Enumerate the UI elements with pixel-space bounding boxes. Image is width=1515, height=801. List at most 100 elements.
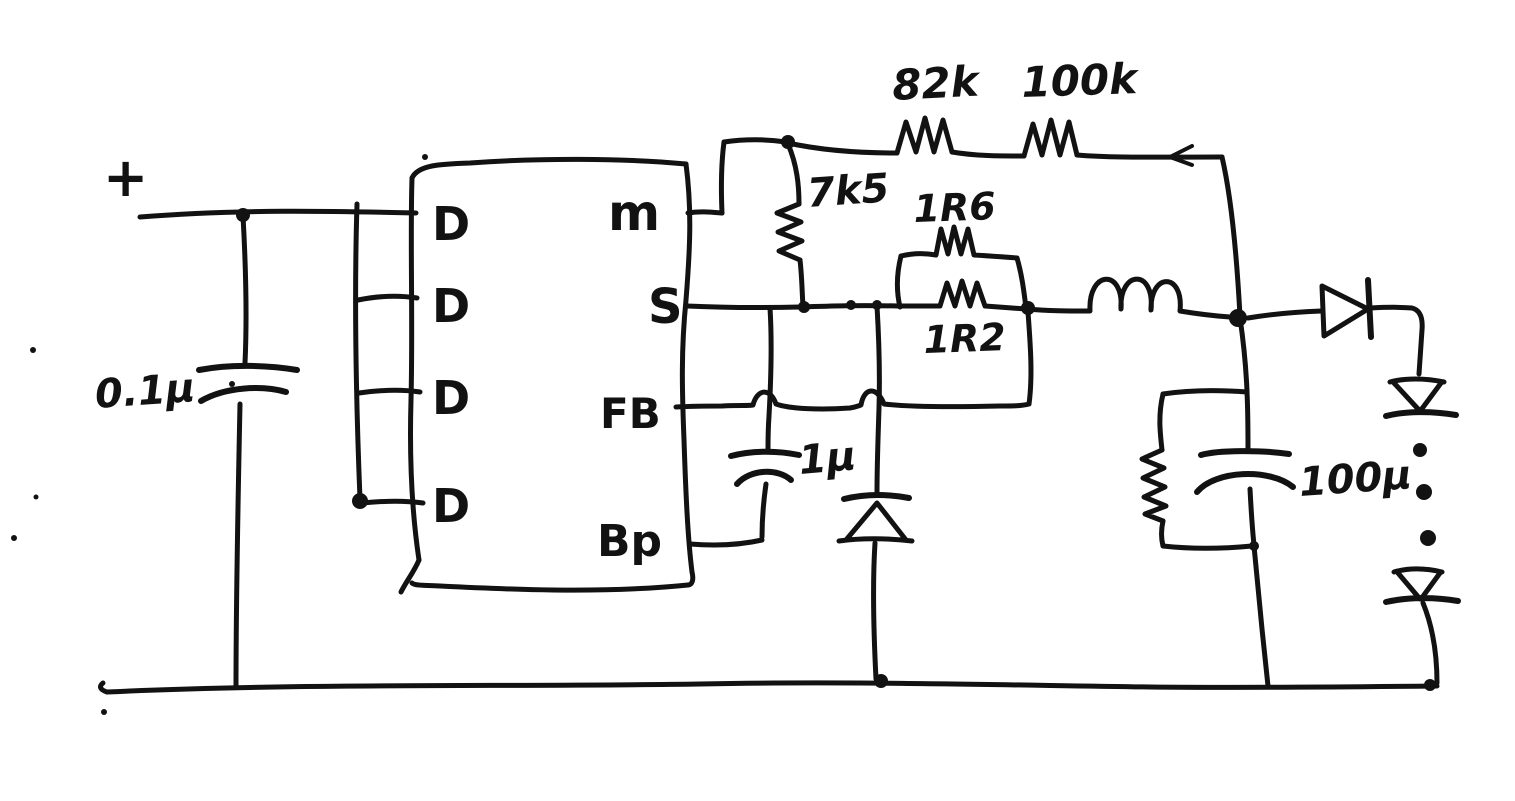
resistor-7k5-lead-bottom <box>797 257 806 309</box>
pin-label-m: m <box>608 184 660 242</box>
led-cathode-bar <box>1383 409 1459 419</box>
stray-marks <box>11 154 428 541</box>
label-82k: 82k <box>891 56 983 110</box>
diode-lead-bottom <box>870 540 879 682</box>
cap-lead-top <box>765 305 774 452</box>
label-100u: 100µ <box>1297 452 1413 506</box>
top-rail-wire <box>137 208 419 220</box>
cap-lead-bottom <box>759 481 769 540</box>
ink-speck <box>33 494 39 500</box>
ink-speck <box>101 709 107 715</box>
led-2 <box>1383 566 1461 605</box>
led-ellipsis <box>1413 443 1436 546</box>
output-node-drop <box>1237 315 1250 394</box>
rectifier-diode <box>1245 277 1425 377</box>
parallel-right-bar <box>1014 255 1029 311</box>
pin-label-s: S <box>648 279 683 335</box>
parallel-bottom-tie <box>1160 543 1255 551</box>
diode-cathode-bar <box>841 492 912 502</box>
cap-lead-bottom <box>233 401 243 689</box>
s-pin-wire <box>684 303 901 311</box>
wire-to-bp-pin <box>687 537 765 548</box>
ic-outline-right <box>679 161 696 588</box>
bus-stub-d2 <box>355 293 420 303</box>
ic-corner-flick <box>398 557 422 595</box>
label-1u: 1µ <box>797 433 858 484</box>
wire-diode-out <box>1368 304 1425 377</box>
pin-label-d2: D <box>432 279 470 333</box>
bleeder-lead-bottom <box>1159 518 1166 549</box>
ink-speck <box>422 154 428 160</box>
pin-label-bp: Bp <box>597 516 662 567</box>
led-triangle <box>1395 570 1443 602</box>
plus-label: + <box>103 146 148 209</box>
ellipsis-dot <box>1413 443 1427 457</box>
pin-label-d4: D <box>432 479 470 533</box>
junction-dot <box>798 301 810 313</box>
bleeder-lead-top <box>1157 391 1166 453</box>
ellipsis-dot <box>1420 530 1436 546</box>
led-cathode-bar <box>1383 595 1461 605</box>
ink-speck <box>239 386 245 392</box>
ic-outline-top <box>409 156 689 181</box>
diode-triangle <box>836 500 915 544</box>
supply-positive-terminal: + <box>103 146 419 222</box>
junction-dot <box>352 493 368 509</box>
feedback-divider-network: 82k 100k 7k5 <box>685 54 1243 319</box>
wire-82k-100k <box>949 149 1027 159</box>
label-7k5: 7k5 <box>805 165 890 217</box>
led-anode-bar <box>1387 376 1447 385</box>
led-return-wire <box>1420 600 1440 686</box>
inductor-coils <box>1025 276 1233 320</box>
diode-lead-top <box>874 303 882 495</box>
resistor-1r6 <box>898 224 1020 261</box>
led-1 <box>1383 376 1459 419</box>
bus-vertical <box>353 201 363 502</box>
pin-label-d1: D <box>432 197 470 251</box>
cap-plate-bottom <box>1194 471 1296 495</box>
label-input-cap: 0.1µ <box>93 365 196 418</box>
capacitor-bypass: 1µ <box>687 305 858 548</box>
ground-rail <box>98 680 1440 715</box>
ink-speck <box>30 347 36 353</box>
pin-label-fb: FB <box>600 389 661 438</box>
source-line-and-sense-resistors: 1R6 1R2 <box>684 184 1035 362</box>
label-1r6: 1R6 <box>913 184 997 231</box>
parallel-left-bar <box>895 253 904 310</box>
inductor <box>1025 276 1247 327</box>
fb-wire <box>673 309 1034 412</box>
cap-plate-top <box>1198 448 1292 458</box>
feedback-line <box>673 309 1034 412</box>
wire-node-to-diode <box>1245 308 1324 321</box>
divider-drop-wire <box>1219 154 1243 319</box>
pin-label-d3: D <box>432 371 470 425</box>
bottom-rail-wire <box>104 680 1440 695</box>
label-100k: 100k <box>1021 54 1141 107</box>
resistor-7k5 <box>774 201 805 263</box>
resistor-100k <box>1021 117 1080 159</box>
direction-arrowhead <box>1168 144 1194 167</box>
cap-lead-top <box>1244 389 1251 454</box>
capacitor-input: 0.1µ <box>93 213 300 689</box>
led-string <box>1383 376 1461 691</box>
m-pin-stub <box>685 209 725 216</box>
junction-dot <box>846 300 856 310</box>
ellipsis-dot <box>1416 484 1432 500</box>
led-triangle <box>1391 380 1444 413</box>
m-riser <box>718 139 727 216</box>
output-filter: 100µ <box>1139 315 1413 689</box>
freewheel-diode <box>836 303 915 688</box>
cap-plate-top <box>196 362 300 373</box>
filter-ground-drop <box>1251 543 1271 689</box>
m-top-wire <box>721 137 789 145</box>
wire-100k-right <box>1074 152 1225 160</box>
cap-plate-bottom <box>734 468 794 487</box>
cap-lead-top <box>240 213 249 366</box>
wire-to-82k <box>785 140 900 156</box>
rail-end-hook <box>98 680 110 695</box>
resistor-82k <box>894 115 955 156</box>
ic-body: D D D D m S FB Bp <box>398 156 696 595</box>
led-anode-bar <box>1391 566 1445 575</box>
